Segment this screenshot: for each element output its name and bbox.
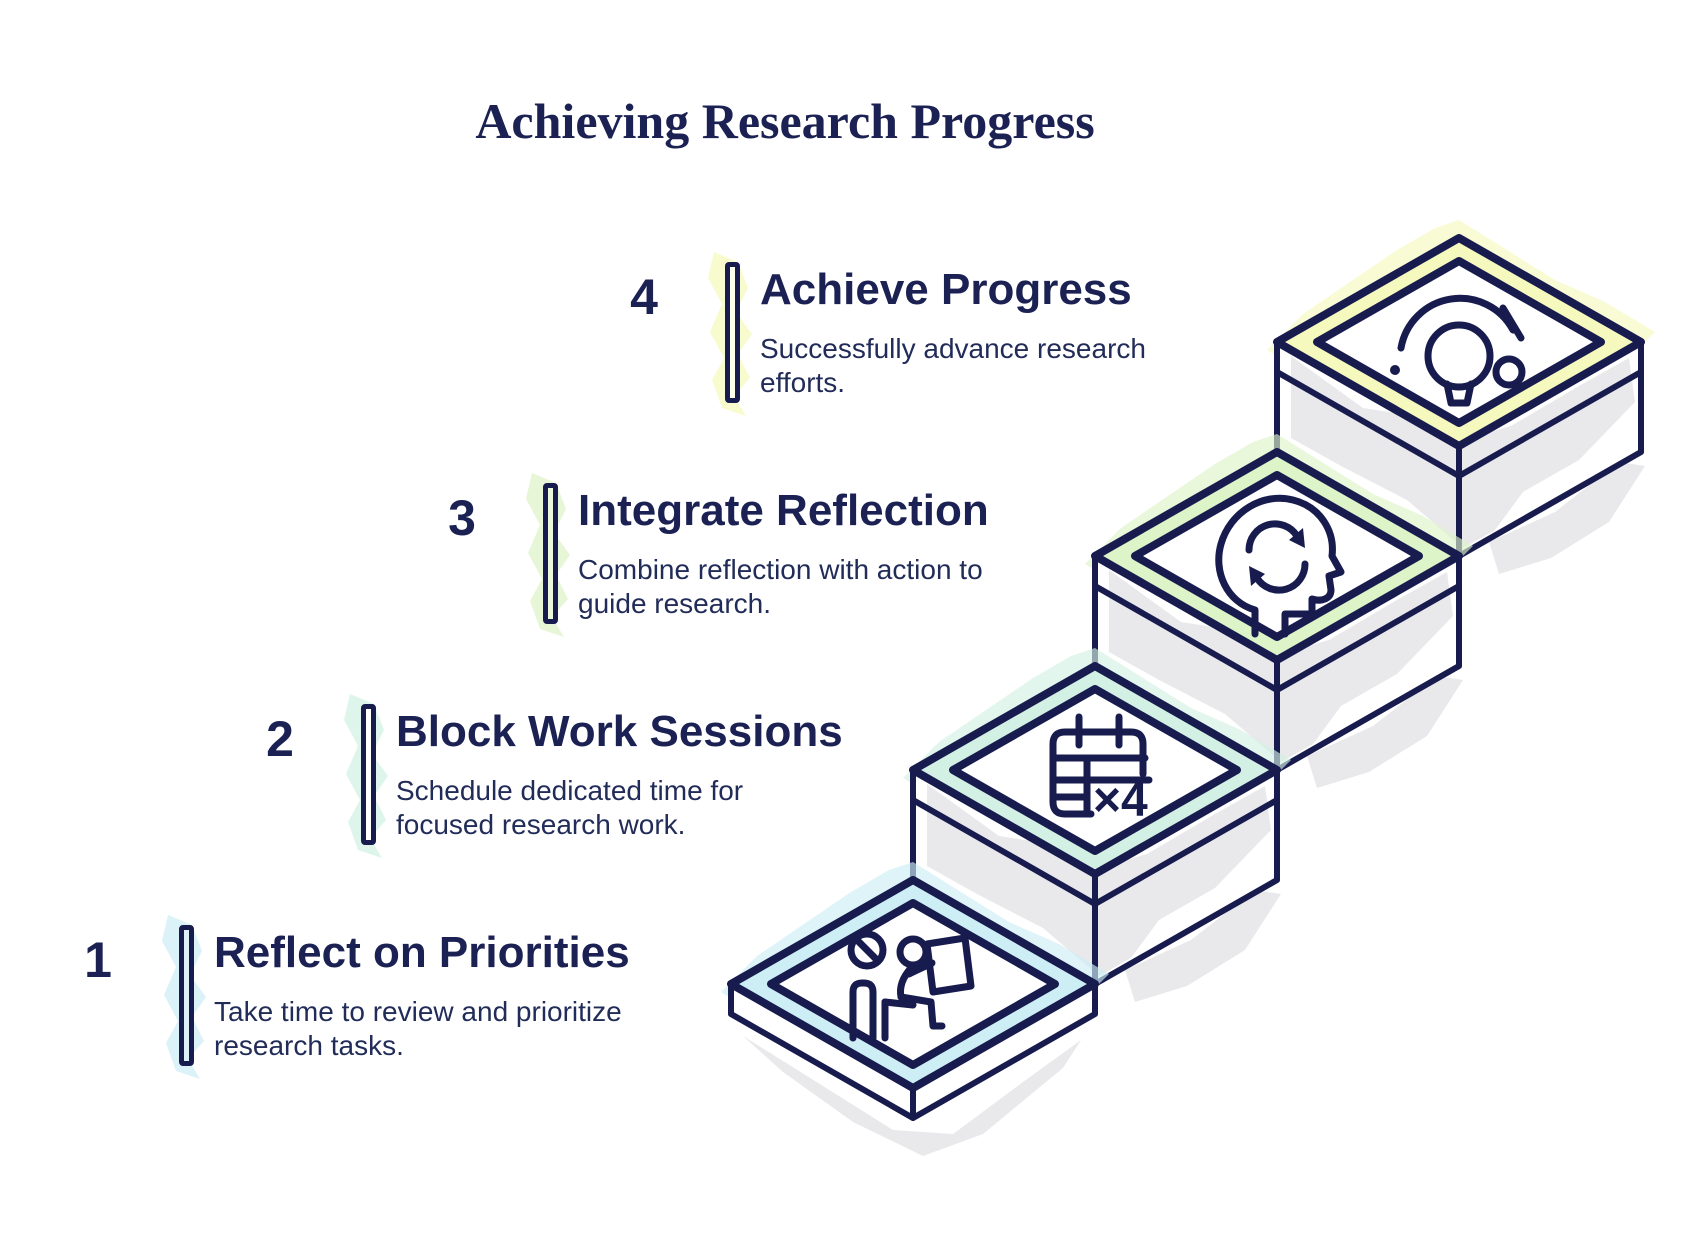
step-row-2: 2 Block Work Sessions Schedule dedicated… <box>248 694 848 904</box>
head-refresh-icon <box>1215 494 1345 638</box>
step-title: Integrate Reflection <box>578 486 989 535</box>
step-accent-bar <box>361 704 376 845</box>
page-title: Achieving Research Progress <box>475 93 1095 149</box>
step-number: 4 <box>630 269 658 325</box>
step-row-1: 1 Reflect on Priorities Take time to rev… <box>66 915 666 1125</box>
calendar-x4-icon: ×4 <box>1049 713 1153 827</box>
step-number: 3 <box>448 490 476 546</box>
calendar-multiplier-label: ×4 <box>1093 774 1148 827</box>
step-2-platform: ×4 <box>903 648 1291 1002</box>
step-description: Schedule dedicated time for focused rese… <box>396 775 744 840</box>
step-row-3: 3 Integrate Reflection Combine reflectio… <box>430 473 1030 683</box>
step-accent-bar <box>543 483 558 624</box>
step-description: Take time to review and prioritize resea… <box>214 996 622 1061</box>
step-description: Combine reflection with action to guide … <box>578 554 983 619</box>
step-title: Achieve Progress <box>760 265 1132 314</box>
step-4-platform <box>1267 220 1655 574</box>
step-title: Block Work Sessions <box>396 707 843 756</box>
step-title: Reflect on Priorities <box>214 928 630 977</box>
document-shape <box>923 934 975 996</box>
lightbulb-icon <box>1390 294 1526 407</box>
step-accent-bar <box>179 925 194 1066</box>
step-accent-bar <box>725 262 740 403</box>
step-1-platform <box>721 862 1109 1156</box>
step-number: 2 <box>266 711 294 767</box>
step-3-platform <box>1085 434 1473 788</box>
step-row-4: 4 Achieve Progress Successfully advance … <box>612 252 1212 462</box>
step-number: 1 <box>84 932 112 988</box>
step-description: Successfully advance research efforts. <box>760 333 1146 398</box>
no-distraction-icon <box>847 930 887 970</box>
focused-reading-icon <box>847 930 975 1042</box>
step-1-ground-shadow <box>743 1036 1081 1156</box>
